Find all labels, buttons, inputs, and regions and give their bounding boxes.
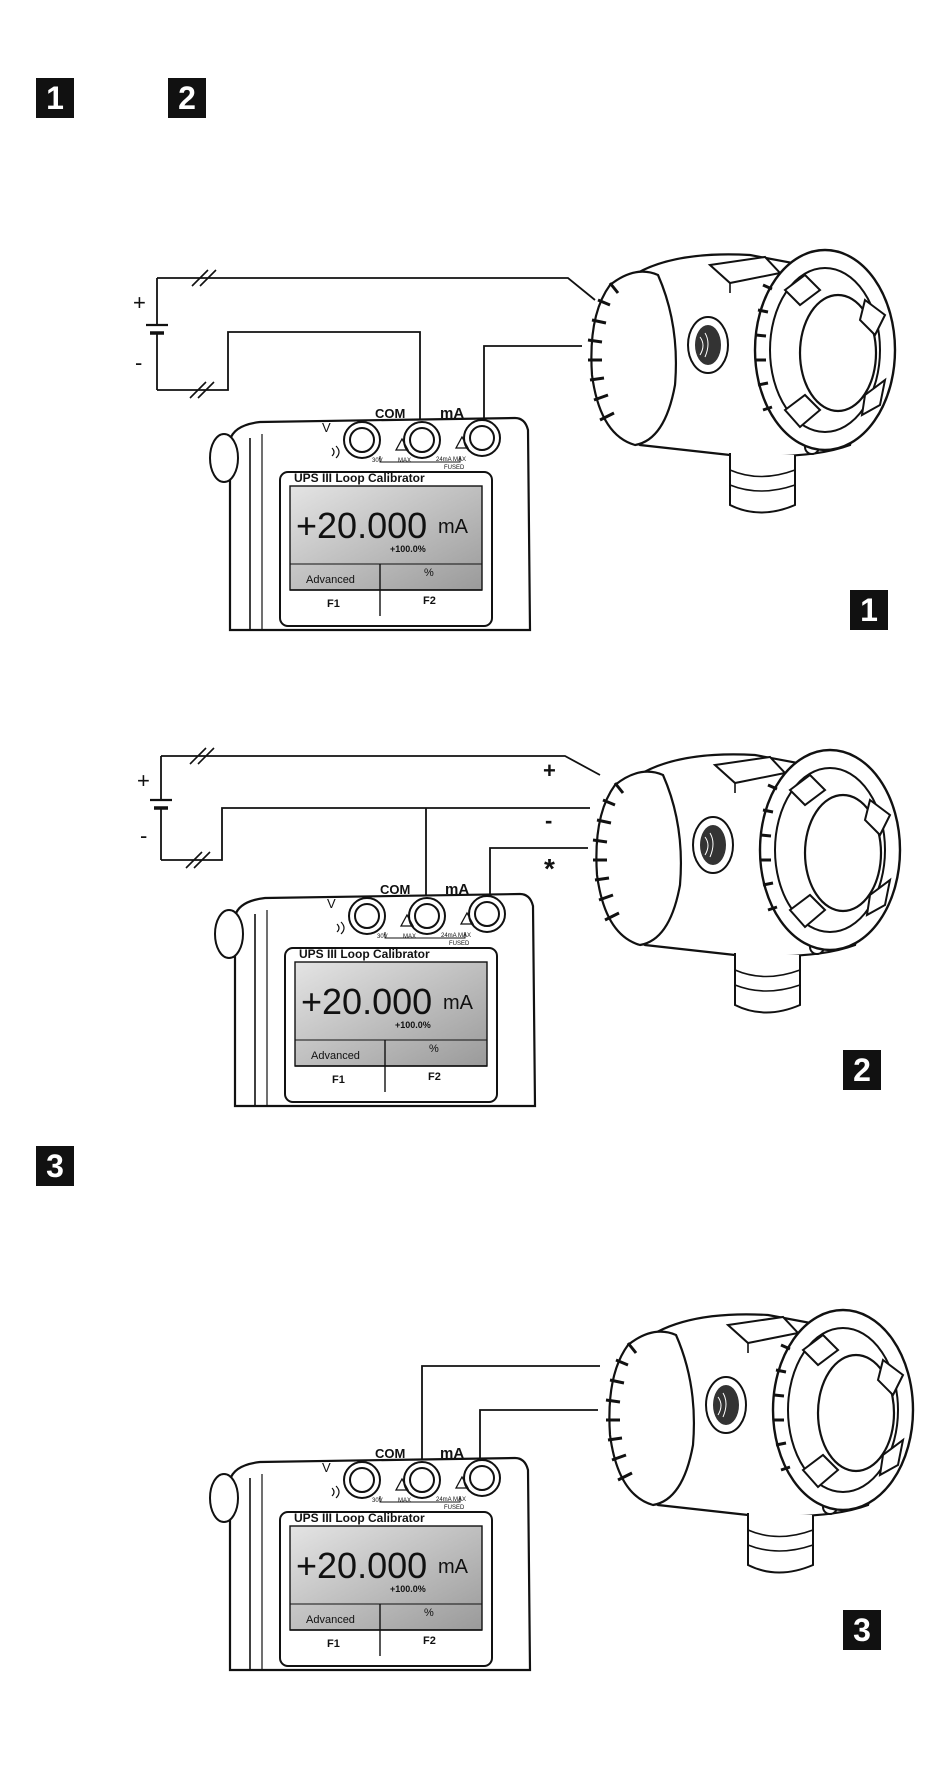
loop-calibrator-2: V COM mA 30V MAX 24mA MAX FUSED UPS III …: [213, 881, 537, 1108]
fkey-2-label-1[interactable]: F2: [423, 595, 436, 607]
ma-fused-label-2: FUSED: [449, 941, 470, 947]
ma-max-label-1: 24mA MAX: [436, 457, 466, 463]
jack-v-label-2: V: [327, 896, 336, 911]
jack-com-label-2: COM: [380, 882, 410, 897]
header-badge-1: 1: [36, 78, 74, 118]
battery-symbol-1: [146, 278, 168, 390]
fkey-1-label-2[interactable]: F1: [332, 1074, 345, 1086]
panel-1-badge: 1: [850, 590, 888, 630]
model-label-1: UPS III Loop Calibrator: [294, 471, 425, 485]
panel-2: + - + - * V COM mA 30V MAX 24mA MAX FUSE…: [137, 747, 902, 1108]
supply-plus-2: +: [137, 768, 150, 793]
softkey-2-label-2[interactable]: %: [429, 1043, 439, 1055]
jack-ma-label-2: mA: [445, 881, 469, 898]
terminal-star-2: *: [544, 853, 555, 884]
panel-1: + - V COM mA 30V MAX 24mA MAX FUSED UPS …: [133, 248, 897, 632]
loop-calibrator-3: V COM mA 30V MAX 24mA MAX FUSED UPS III …: [208, 1445, 532, 1672]
reading-percent-1: +100.0%: [390, 544, 426, 554]
reading-2: +20.000: [301, 981, 432, 1022]
v-max-label-3: 30V: [372, 1498, 383, 1504]
reading-1: +20.000: [296, 505, 427, 546]
panel-2-badge: 2: [843, 1050, 881, 1090]
ma-fused-label-1: FUSED: [444, 465, 465, 471]
loop-calibrator-1: V COM mA 30V MAX 24mA MAX FUSED UPS III …: [208, 405, 532, 632]
v-max-word-3: MAX: [398, 1498, 411, 1504]
terminal-plus-2: +: [543, 758, 556, 783]
jack-com-label-1: COM: [375, 406, 405, 421]
v-max-label-2: 30V: [377, 934, 388, 940]
battery-symbol-2: [150, 756, 172, 860]
supply-minus-2: -: [140, 823, 147, 848]
v-max-word-2: MAX: [403, 934, 416, 940]
jack-v-label-1: V: [322, 420, 331, 435]
supply-plus-1: +: [133, 290, 146, 315]
reading-3: +20.000: [296, 1545, 427, 1586]
reading-percent-3: +100.0%: [390, 1584, 426, 1594]
section3-badge: 3: [36, 1146, 74, 1186]
terminal-minus-2: -: [545, 808, 552, 833]
jack-v-label-3: V: [322, 1460, 331, 1475]
panel-3-badge: 3: [843, 1610, 881, 1650]
ma-fused-label-3: FUSED: [444, 1505, 465, 1511]
softkey-2-label-1[interactable]: %: [424, 567, 434, 579]
fkey-2-label-2[interactable]: F2: [428, 1071, 441, 1083]
softkey-2-label-3[interactable]: %: [424, 1607, 434, 1619]
panel-3: V COM mA 30V MAX 24mA MAX FUSED UPS III …: [208, 1308, 915, 1672]
ma-max-label-3: 24mA MAX: [436, 1497, 466, 1503]
softkey-1-label-1[interactable]: Advanced: [306, 574, 355, 586]
model-label-2: UPS III Loop Calibrator: [299, 947, 430, 961]
reading-unit-1: mA: [438, 516, 469, 538]
ma-max-label-2: 24mA MAX: [441, 933, 471, 939]
fkey-1-label-3[interactable]: F1: [327, 1638, 340, 1650]
softkey-1-label-3[interactable]: Advanced: [306, 1614, 355, 1626]
supply-minus-1: -: [135, 350, 142, 375]
jack-com-label-3: COM: [375, 1446, 405, 1461]
fkey-1-label-1[interactable]: F1: [327, 598, 340, 610]
fkey-2-label-3[interactable]: F2: [423, 1635, 436, 1647]
model-label-3: UPS III Loop Calibrator: [294, 1511, 425, 1525]
jack-ma-label-1: mA: [440, 405, 464, 422]
reading-percent-2: +100.0%: [395, 1020, 431, 1030]
v-max-label-1: 30V: [372, 458, 383, 464]
jack-ma-label-3: mA: [440, 1445, 464, 1462]
header-badge-2: 2: [168, 78, 206, 118]
v-max-word-1: MAX: [398, 458, 411, 464]
reading-unit-3: mA: [438, 1556, 469, 1578]
reading-unit-2: mA: [443, 992, 474, 1014]
softkey-1-label-2[interactable]: Advanced: [311, 1050, 360, 1062]
